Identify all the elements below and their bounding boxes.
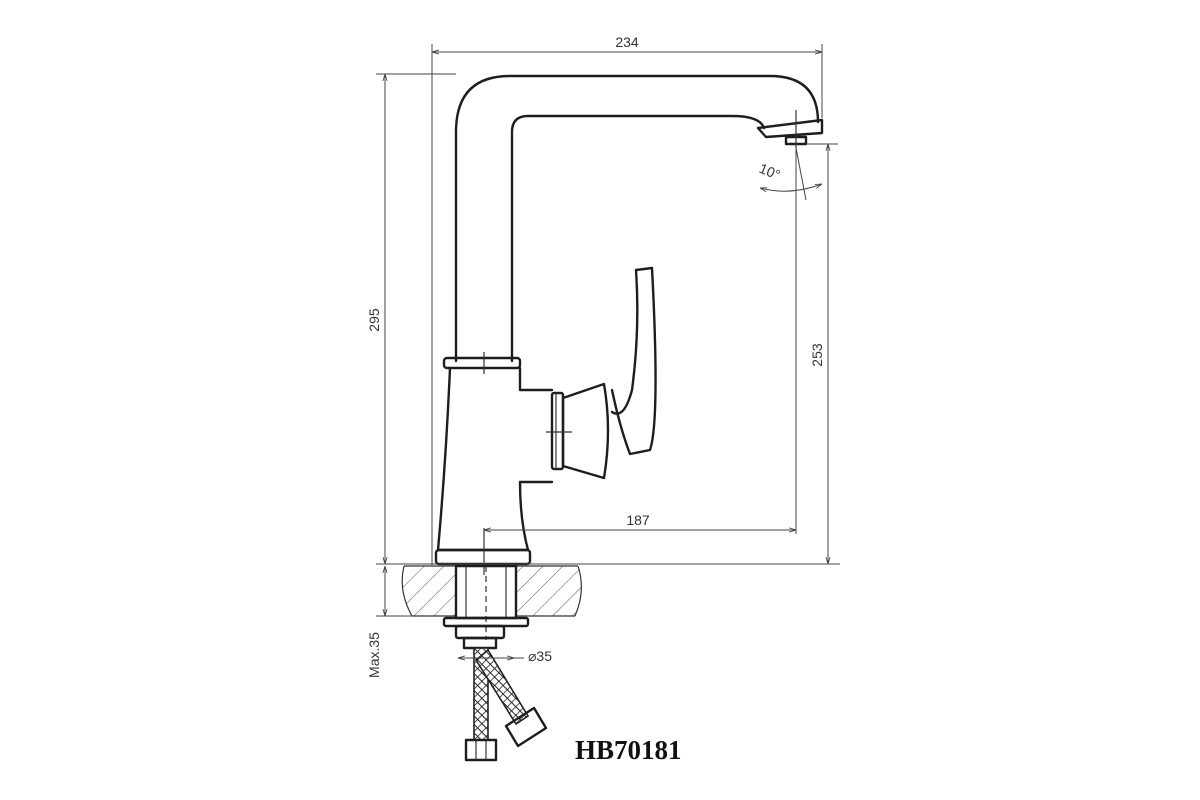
dim-max-thickness-label: Max.35	[366, 632, 382, 678]
dim-width-label: 234	[615, 34, 639, 50]
model-number: HB70181	[575, 735, 682, 765]
countertop-section	[401, 565, 582, 617]
faucet-outline	[434, 74, 824, 575]
dim-hole-diameter-label: ⌀35	[528, 648, 552, 664]
dim-angle-label: 10°	[757, 160, 783, 183]
dim-reach-label: 187	[626, 512, 650, 528]
dimension-lines	[376, 44, 840, 658]
dim-spout-height-label: 253	[809, 343, 825, 367]
dim-height-label: 295	[366, 308, 382, 332]
